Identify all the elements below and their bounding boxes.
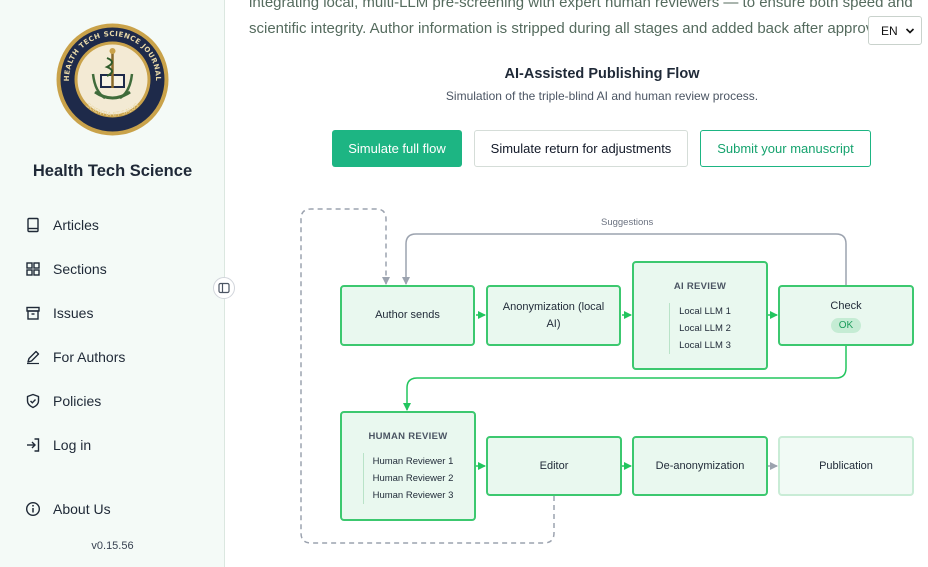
flow-node-ai-review: AI REVIEW Local LLM 1 Local LLM 2 Local … [632, 261, 768, 370]
submit-manuscript-button[interactable]: Submit your manuscript [700, 130, 871, 167]
sidebar-item-label: Sections [53, 261, 107, 277]
sidebar-item-for-authors[interactable]: For Authors [24, 345, 125, 369]
sidebar-item-label: About Us [53, 501, 111, 517]
node-label: Check [830, 300, 862, 312]
brand-name: Health Tech Science [32, 162, 193, 180]
info-icon [24, 500, 42, 518]
archive-icon [24, 304, 42, 322]
sidebar-item-issues[interactable]: Issues [24, 301, 93, 325]
list-item: Human Reviewer 2 [372, 473, 454, 484]
simulate-full-flow-button[interactable]: Simulate full flow [332, 130, 462, 167]
node-label: Publication [819, 459, 873, 472]
flow-node-publication: Publication [778, 436, 914, 496]
sidebar-toggle-button[interactable] [213, 277, 235, 299]
list-item: Local LLM 2 [679, 322, 731, 334]
journal-logo[interactable]: HEALTH TECH SCIENCE JOURNAL SCIENTIA ET … [55, 22, 170, 137]
sidebar-item-label: Log in [53, 437, 92, 453]
intro-line: integrating local, multi-LLM pre-screeni… [249, 0, 913, 11]
login-icon [24, 436, 42, 454]
sidebar-item-sections[interactable]: Sections [24, 257, 107, 281]
list-item: Local LLM 1 [679, 305, 731, 317]
sidebar-item-label: For Authors [53, 349, 126, 365]
sidebar-item-log-in[interactable]: Log in [24, 433, 91, 457]
group-title: HUMAN REVIEW [368, 431, 448, 442]
flow-node-check: Check OK [778, 285, 914, 346]
shield-icon [24, 392, 42, 410]
node-label: Editor [539, 459, 569, 472]
group-list: Local LLM 1 Local LLM 2 Local LLM 3 [669, 302, 731, 354]
flow-node-author: Author sends [340, 285, 475, 346]
intro-line: scientific integrity. Author information… [249, 20, 890, 37]
list-item: Human Reviewer 1 [372, 456, 454, 467]
simulate-return-button[interactable]: Simulate return for adjustments [474, 130, 688, 167]
sidebar-item-policies[interactable]: Policies [24, 389, 101, 413]
node-label: Anonymization (local AI) [502, 300, 605, 330]
language-select[interactable]: EN [868, 16, 922, 45]
status-badge: OK [830, 318, 862, 333]
sidebar: HEALTH TECH SCIENCE JOURNAL SCIENTIA ET … [0, 0, 225, 567]
node-label: Author sends [375, 309, 440, 321]
language-value: EN [881, 23, 898, 38]
flow-node-anonymization: Anonymization (local AI) [486, 285, 621, 346]
group-title: AI REVIEW [673, 280, 727, 292]
sidebar-item-articles[interactable]: Articles [24, 213, 99, 237]
book-icon [24, 216, 42, 234]
list-item: Human Reviewer 3 [372, 490, 454, 501]
grid-icon [24, 260, 42, 278]
node-label: De-anonymization [655, 459, 745, 472]
flow-node-human-review: HUMAN REVIEW Human Reviewer 1 Human Revi… [340, 411, 476, 521]
flow-node-editor: Editor [486, 436, 622, 496]
flow-node-deanonymization: De-anonymization [632, 436, 768, 496]
sidebar-item-label: Articles [53, 217, 99, 233]
chevron-down-icon [905, 28, 915, 34]
pen-icon [24, 348, 42, 366]
list-item: Local LLM 3 [679, 339, 731, 351]
group-list: Human Reviewer 1 Human Reviewer 2 Human … [362, 453, 454, 504]
flow-subtitle: Simulation of the triple-blind AI and hu… [445, 89, 759, 103]
sidebar-item-about-us[interactable]: About Us [24, 497, 111, 521]
sidebar-panel-icon [218, 282, 230, 294]
sidebar-item-label: Policies [53, 393, 102, 409]
app-version: v0.15.56 [91, 540, 134, 552]
intro-paragraph: integrating local, multi-LLM pre-screeni… [249, 0, 919, 42]
sidebar-item-label: Issues [53, 305, 94, 321]
flow-title: AI-Assisted Publishing Flow [504, 66, 700, 82]
suggestions-label: Suggestions [601, 217, 654, 228]
